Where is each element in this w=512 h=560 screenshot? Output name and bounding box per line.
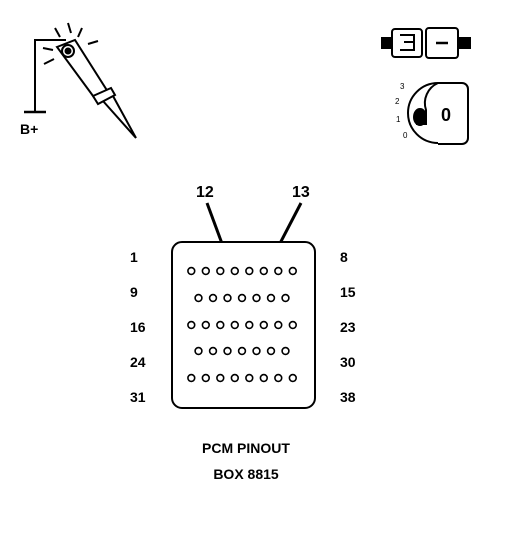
ignition-position-2: 2 [395, 97, 400, 106]
pin-hole [288, 320, 297, 330]
pin-grid [187, 266, 297, 383]
pin-hole [216, 266, 225, 276]
pin-hole [281, 293, 290, 303]
pin-hole [230, 373, 240, 383]
pin-hole [194, 293, 203, 303]
pin-hole [201, 320, 211, 330]
supply-label: B+ [20, 121, 38, 137]
connector-icon [381, 27, 471, 59]
pin-hole [208, 346, 218, 356]
pin-hole [230, 266, 240, 276]
pin-hole [216, 373, 225, 383]
pin-hole [281, 346, 290, 356]
pin-hole [274, 320, 283, 330]
row-end-label: 8 [340, 249, 348, 265]
ignition-key-icon [407, 82, 469, 145]
callout-label-12: 12 [196, 184, 214, 201]
pin-hole [274, 373, 283, 383]
pin-hole [216, 320, 225, 330]
test-light-probe-icon [24, 22, 137, 139]
pin-hole [266, 346, 276, 356]
pin-hole [187, 373, 196, 383]
pin-hole [288, 373, 297, 383]
diagram-subtitle: BOX 8815 [213, 466, 279, 482]
row-end-label: 23 [340, 319, 356, 335]
ignition-position-1: 1 [396, 115, 401, 124]
pin-hole [201, 373, 211, 383]
row-labels: 1 8 9 15 16 23 24 30 31 38 [130, 249, 356, 405]
pin-hole [201, 266, 211, 276]
row-end-label: 30 [340, 354, 356, 370]
row-end-label: 38 [340, 389, 356, 405]
pin-hole [237, 346, 247, 356]
pin-hole [288, 266, 297, 276]
pin-hole [259, 266, 268, 276]
pin-hole [223, 346, 232, 356]
row-start-label: 24 [130, 354, 146, 370]
diagram-title: PCM PINOUT [202, 440, 290, 456]
pin-hole [259, 373, 268, 383]
pin-hole [259, 320, 268, 330]
pin-hole [266, 293, 276, 303]
pin-hole [252, 293, 261, 303]
pin-hole [194, 346, 203, 356]
callout-label-13: 13 [292, 184, 310, 201]
ignition-position-3: 3 [400, 82, 405, 91]
key-label: 0 [441, 105, 451, 125]
ignition-position-0: 0 [403, 131, 408, 140]
row-start-label: 31 [130, 389, 146, 405]
pin-hole [245, 266, 254, 276]
pin-hole [187, 266, 196, 276]
row-end-label: 15 [340, 284, 356, 300]
pin-hole [230, 320, 240, 330]
pin-hole [274, 266, 283, 276]
pin-hole [223, 293, 232, 303]
pin-hole [252, 346, 261, 356]
pin-hole [245, 320, 254, 330]
row-start-label: 16 [130, 319, 146, 335]
pin-hole [245, 373, 254, 383]
pin-hole [237, 293, 247, 303]
pin-hole [208, 293, 218, 303]
row-start-label: 9 [130, 284, 138, 300]
row-start-label: 1 [130, 249, 138, 265]
pin-hole [187, 320, 196, 330]
pcm-connector-face [171, 241, 316, 409]
